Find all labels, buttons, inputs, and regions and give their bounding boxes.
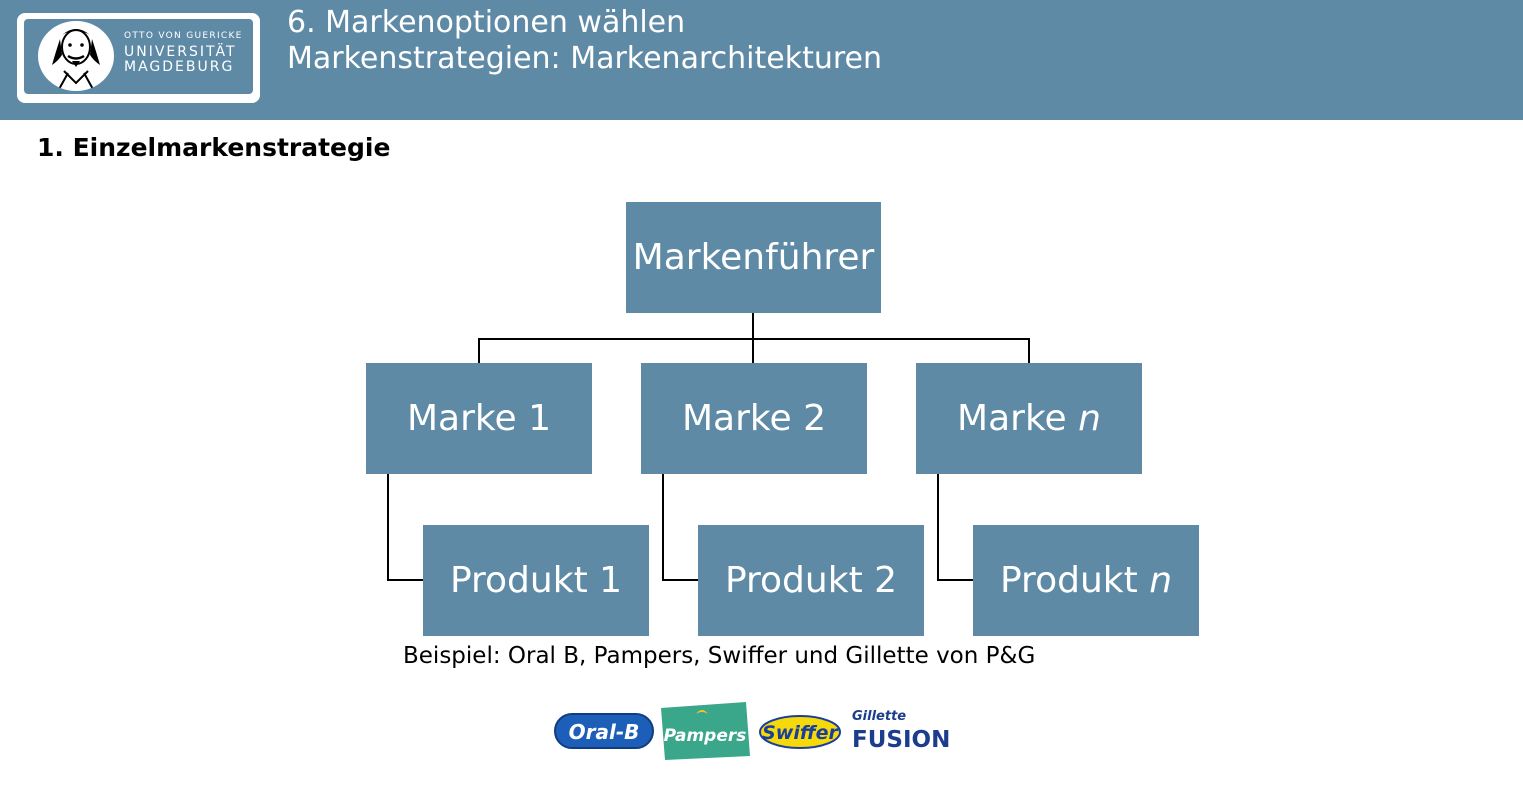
node-label: Marke: [682, 398, 792, 439]
node-produkt-2: Produkt 2: [698, 525, 924, 636]
node-marke-1: Marke 1: [366, 363, 592, 474]
slide-title-line-2: Markenstrategien: Markenarchitekturen: [287, 41, 882, 76]
node-label: Produkt: [724, 560, 863, 601]
slide-title-line-1: 6. Markenoptionen wählen: [287, 5, 686, 40]
node-suffix: 2: [874, 560, 898, 601]
node-suffix: n: [1078, 398, 1101, 439]
example-text: Beispiel: Oral B, Pampers, Swiffer und G…: [403, 643, 1036, 669]
fusion-logo-text: FUSION: [852, 727, 950, 753]
node-suffix: n: [1149, 560, 1173, 601]
logo-line-2: UNIVERSITÄT: [124, 44, 237, 60]
brand-logos: Oral-B Pampers Swiffer Gillette FUSION: [554, 702, 950, 760]
node-label: Produkt: [999, 560, 1138, 601]
node-produkt-n: Produkt n: [973, 525, 1199, 636]
gillette-fusion-logo: Gillette FUSION: [852, 709, 950, 753]
node-suffix: 2: [803, 398, 826, 439]
header-bar: OTTO VON GUERICKE UNIVERSITÄT MAGDEBURG …: [0, 0, 1523, 120]
oralb-logo: Oral-B: [554, 713, 654, 749]
gillette-logo-text: Gillette: [852, 709, 906, 724]
university-logo: OTTO VON GUERICKE UNIVERSITÄT MAGDEBURG: [17, 13, 260, 103]
connector-product-n: [937, 474, 973, 581]
node-label: Marke: [407, 398, 517, 439]
node-suffix: 1: [528, 398, 551, 439]
node-marke-n: Marke n: [916, 363, 1142, 474]
node-markenfuehrer: Markenführer: [626, 202, 881, 313]
logo-line-3: MAGDEBURG: [124, 59, 235, 75]
pampers-logo-text: Pampers: [664, 726, 747, 746]
swiffer-logo: Swiffer: [759, 715, 841, 749]
section-heading: 1. Einzelmarkenstrategie: [37, 133, 391, 162]
logo-line-1: OTTO VON GUERICKE: [124, 31, 243, 41]
node-produkt-1: Produkt 1: [423, 525, 649, 636]
node-marke-2: Marke 2: [641, 363, 867, 474]
oralb-logo-text: Oral-B: [569, 720, 640, 744]
node-label: Produkt: [449, 560, 588, 601]
node-suffix: 1: [599, 560, 623, 601]
pampers-logo: Pampers: [661, 702, 750, 760]
connector-product-1: [387, 474, 423, 581]
swiffer-logo-text: Swiffer: [762, 722, 839, 744]
node-label: Marke: [957, 398, 1067, 439]
connector-product-2: [662, 474, 698, 581]
portrait-icon: [38, 21, 114, 91]
